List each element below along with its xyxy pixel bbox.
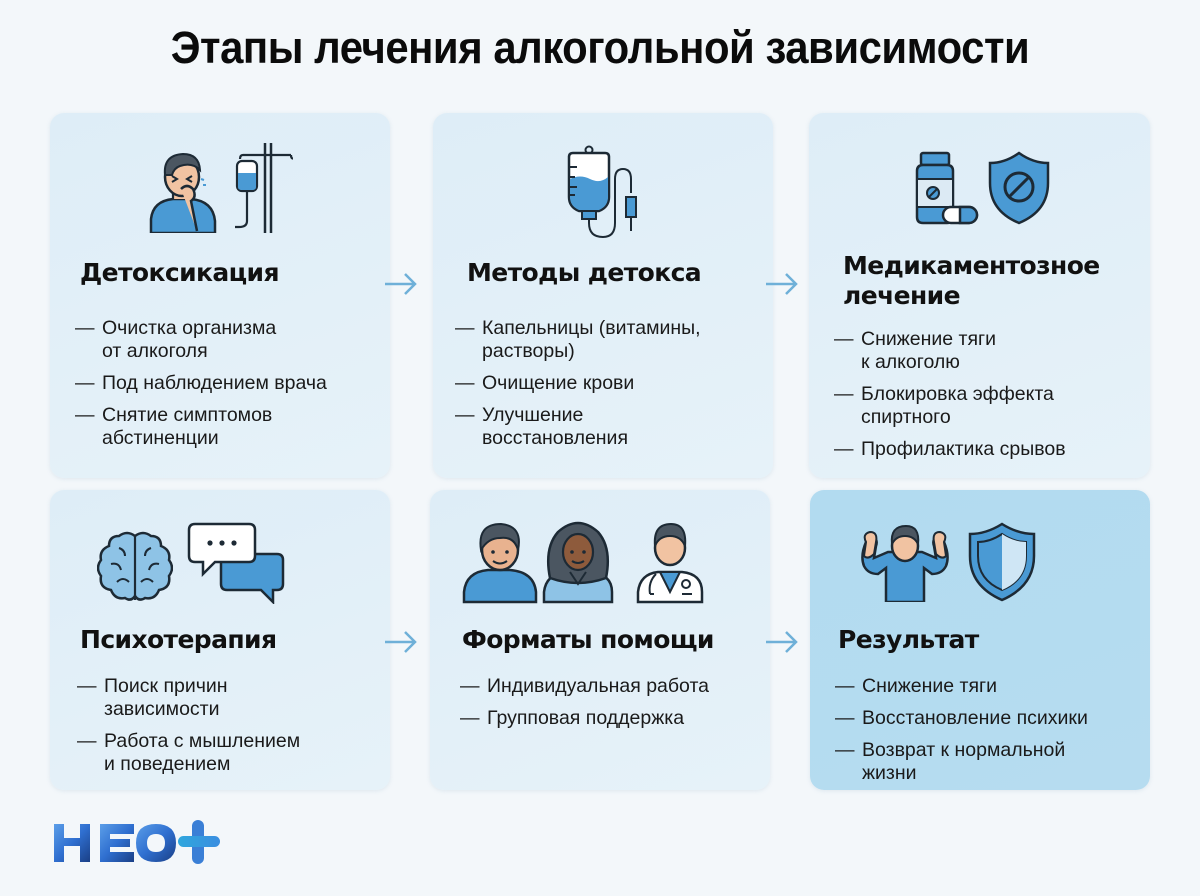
card-psychotherapy: Психотерапия Поиск причин зависимости Ра… [50, 490, 390, 790]
shield-icon [968, 522, 1036, 602]
list-item: Работа с мышлением и поведением [77, 730, 300, 776]
card-title: Форматы помощи [462, 625, 714, 654]
card-icons [430, 520, 770, 604]
list-item: Снятие симптомов абстиненции [75, 404, 327, 450]
card-medication: Медикаментозное лечение Снижение тяги к … [809, 113, 1150, 478]
chat-bubbles-icon [187, 522, 285, 604]
card-list: Снижение тяги к алкоголю Блокировка эффе… [834, 328, 1066, 470]
card-help-formats: Форматы помощи Индивидуальная работа Гру… [430, 490, 770, 790]
list-item: Блокировка эффекта спиртного [834, 383, 1066, 429]
card-list: Индивидуальная работа Групповая поддержк… [460, 675, 709, 739]
sick-person-icon [149, 152, 217, 233]
card-result: Результат Снижение тяги Восстановление п… [810, 490, 1150, 790]
list-item: Очистка организма от алкоголя [75, 317, 327, 363]
card-title: Медикаментозное лечение [843, 251, 1100, 310]
brain-icon [97, 531, 173, 601]
card-list: Поиск причин зависимости Работа с мышлен… [77, 675, 300, 785]
iv-bag-icon [567, 145, 637, 239]
page-title: Этапы лечения алкогольной зависимости [170, 22, 1030, 73]
card-detox-methods: Методы детокса Капельницы (витамины, рас… [433, 113, 773, 478]
card-title: Детоксикация [80, 258, 280, 287]
card-list: Очистка организма от алкоголя Под наблюд… [75, 317, 327, 459]
arrow-right-icon [766, 273, 798, 295]
strong-person-icon [861, 524, 949, 602]
arrow-right-icon [385, 273, 417, 295]
doctor-avatar-icon [636, 522, 704, 604]
card-title: Психотерапия [80, 625, 277, 654]
card-title: Результат [838, 625, 979, 654]
list-item: Очищение крови [455, 372, 701, 395]
card-title: Методы детокса [467, 258, 702, 287]
list-item: Профилактика срывов [834, 438, 1066, 461]
list-item: Под наблюдением врача [75, 372, 327, 395]
list-item: Индивидуальная работа [460, 675, 709, 698]
shield-no-icon [988, 151, 1049, 225]
list-item: Поиск причин зависимости [77, 675, 300, 721]
list-item: Снижение тяги [835, 675, 1088, 698]
card-icons [50, 518, 390, 604]
logo [52, 820, 224, 864]
arrow-right-icon [385, 631, 417, 653]
card-icons [50, 141, 390, 233]
list-item: Снижение тяги к алкоголю [834, 328, 1066, 374]
card-icons [810, 522, 1150, 602]
list-item: Улучшение восстановления [455, 404, 701, 450]
card-icons [809, 151, 1150, 225]
list-item: Возврат к нормальной жизни [835, 739, 1088, 785]
neo-plus-logo-icon [54, 820, 220, 864]
list-item: Восстановление психики [835, 707, 1088, 730]
card-detox: Детоксикация Очистка организма от алкого… [50, 113, 390, 478]
list-item: Групповая поддержка [460, 707, 709, 730]
iv-drip-stand-icon [235, 143, 293, 233]
arrow-right-icon [766, 631, 798, 653]
man-avatar-icon [462, 522, 538, 604]
list-item: Капельницы (витамины, растворы) [455, 317, 701, 363]
card-list: Снижение тяги Восстановление психики Воз… [835, 675, 1088, 794]
card-list: Капельницы (витамины, растворы) Очищение… [455, 317, 701, 459]
pill-bottle-icon [915, 151, 978, 225]
card-icons [433, 145, 773, 241]
woman-avatar-icon [542, 521, 614, 604]
